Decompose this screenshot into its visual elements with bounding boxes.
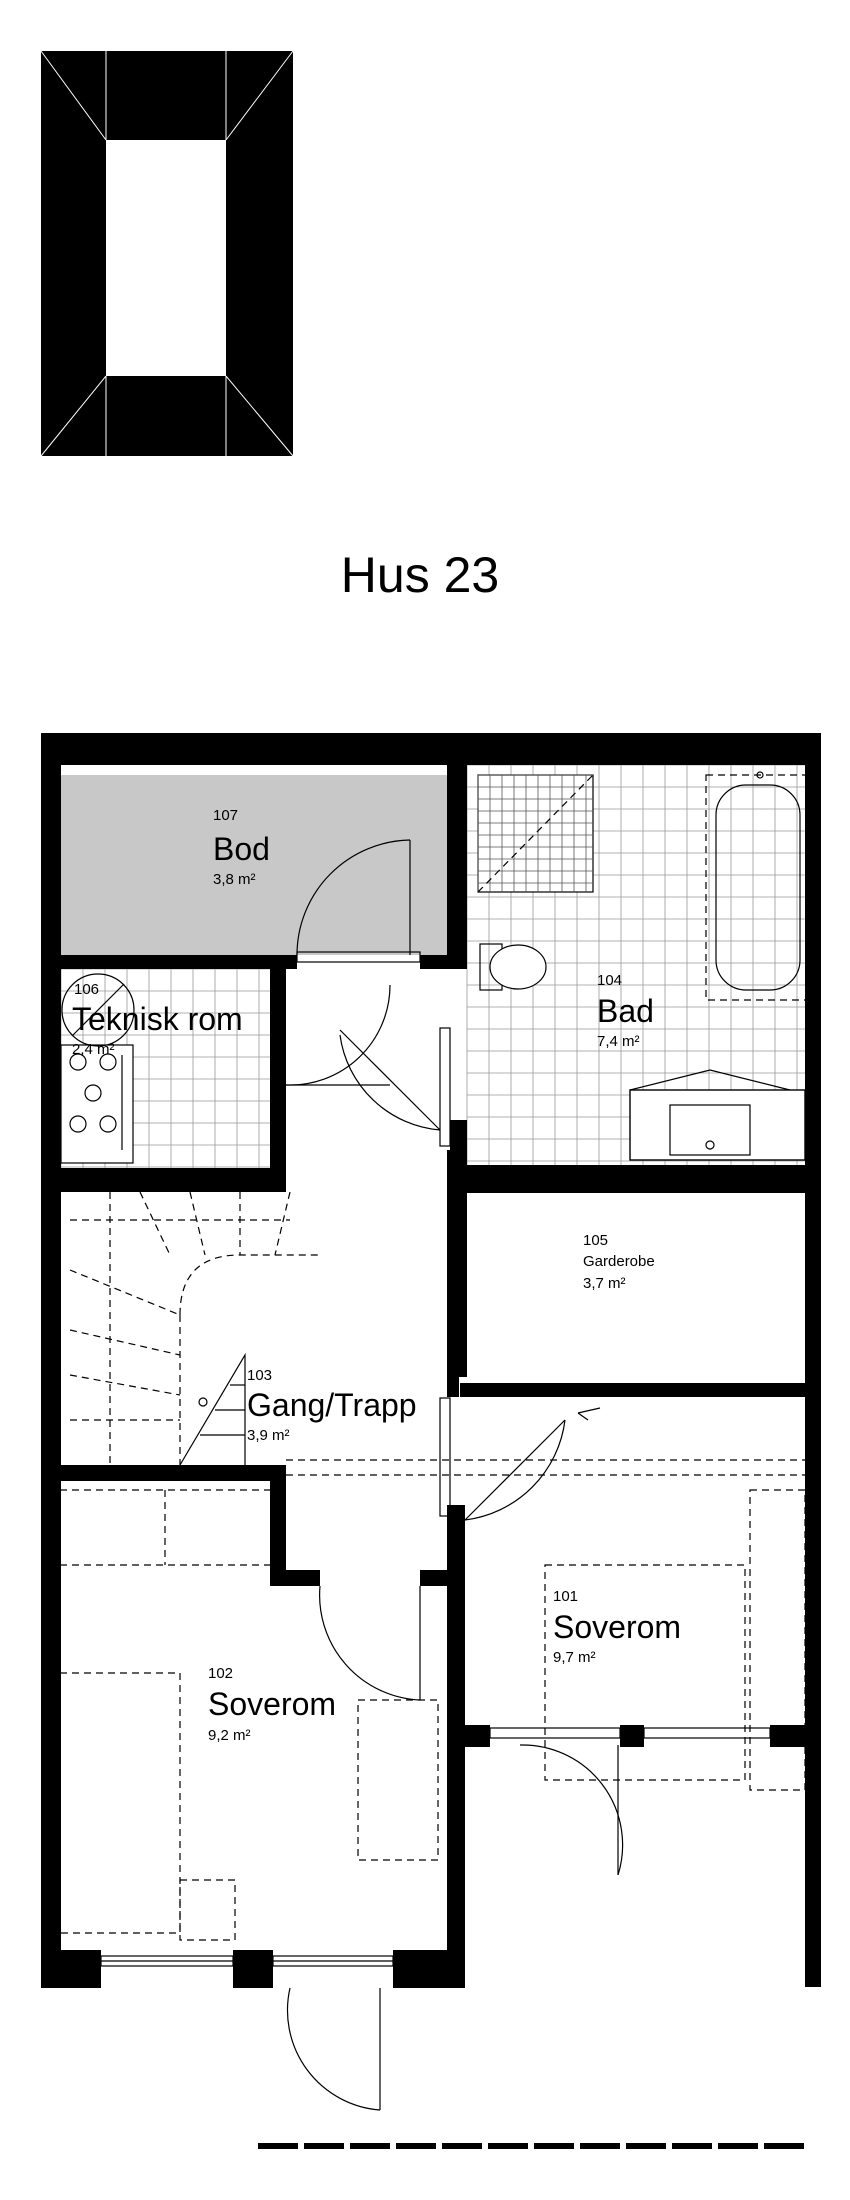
toilet-icon: [479, 943, 547, 991]
svg-text:9,7 m²: 9,7 m²: [553, 1649, 596, 1666]
svg-text:3,7 m²: 3,7 m²: [583, 1275, 626, 1292]
stove-icon: [60, 1044, 134, 1164]
bed-icon: [59, 1489, 806, 1941]
svg-text:103: 103: [247, 1367, 272, 1384]
svg-text:Gang/Trapp: Gang/Trapp: [247, 1387, 417, 1423]
sink-icon: [629, 1069, 806, 1161]
svg-text:7,4 m²: 7,4 m²: [597, 1033, 640, 1050]
svg-text:2,4 m²: 2,4 m²: [72, 1041, 115, 1058]
room-label-soverom-102: 102 Soverom 9,2 m²: [208, 1665, 336, 1744]
svg-text:102: 102: [208, 1665, 233, 1682]
svg-text:Soverom: Soverom: [553, 1609, 681, 1645]
svg-text:101: 101: [553, 1588, 578, 1605]
staircase-icon: [69, 1191, 320, 1466]
water-heater-icon: [61, 973, 135, 1047]
room-label-gang: 103 Gang/Trapp 3,9 m²: [247, 1367, 417, 1444]
bathtub-icon: [705, 771, 809, 1001]
svg-text:Bod: Bod: [213, 831, 270, 867]
plan-title: Hus 23: [341, 547, 499, 603]
room-label-garderobe: 105 Garderobe 3,7 m²: [583, 1232, 655, 1292]
room-label-soverom-101: 101 Soverom 9,7 m²: [553, 1588, 681, 1666]
svg-text:9,2 m²: 9,2 m²: [208, 1727, 251, 1744]
svg-text:Bad: Bad: [597, 993, 654, 1029]
window-icon: [100, 951, 771, 1967]
svg-text:3,9 m²: 3,9 m²: [247, 1427, 290, 1444]
svg-text:105: 105: [583, 1232, 608, 1249]
svg-text:Teknisk rom: Teknisk rom: [72, 1001, 243, 1037]
svg-text:Soverom: Soverom: [208, 1686, 336, 1722]
key-plan-icon: [40, 50, 294, 457]
room-label-teknisk: 106 Teknisk rom 2,4 m²: [72, 981, 243, 1058]
bod-room-fill: [60, 775, 447, 955]
door-icon: [285, 839, 624, 2111]
closet-outline: [60, 1385, 805, 1566]
svg-text:107: 107: [213, 807, 238, 824]
svg-text:104: 104: [597, 972, 622, 989]
room-label-bad: 104 Bad 7,4 m²: [597, 972, 654, 1050]
room-label-bod: 107 Bod 3,8 m²: [213, 807, 270, 888]
svg-text:Garderobe: Garderobe: [583, 1253, 655, 1270]
svg-text:106: 106: [74, 981, 99, 998]
svg-text:3,8 m²: 3,8 m²: [213, 871, 256, 888]
shower-icon: [477, 774, 594, 893]
